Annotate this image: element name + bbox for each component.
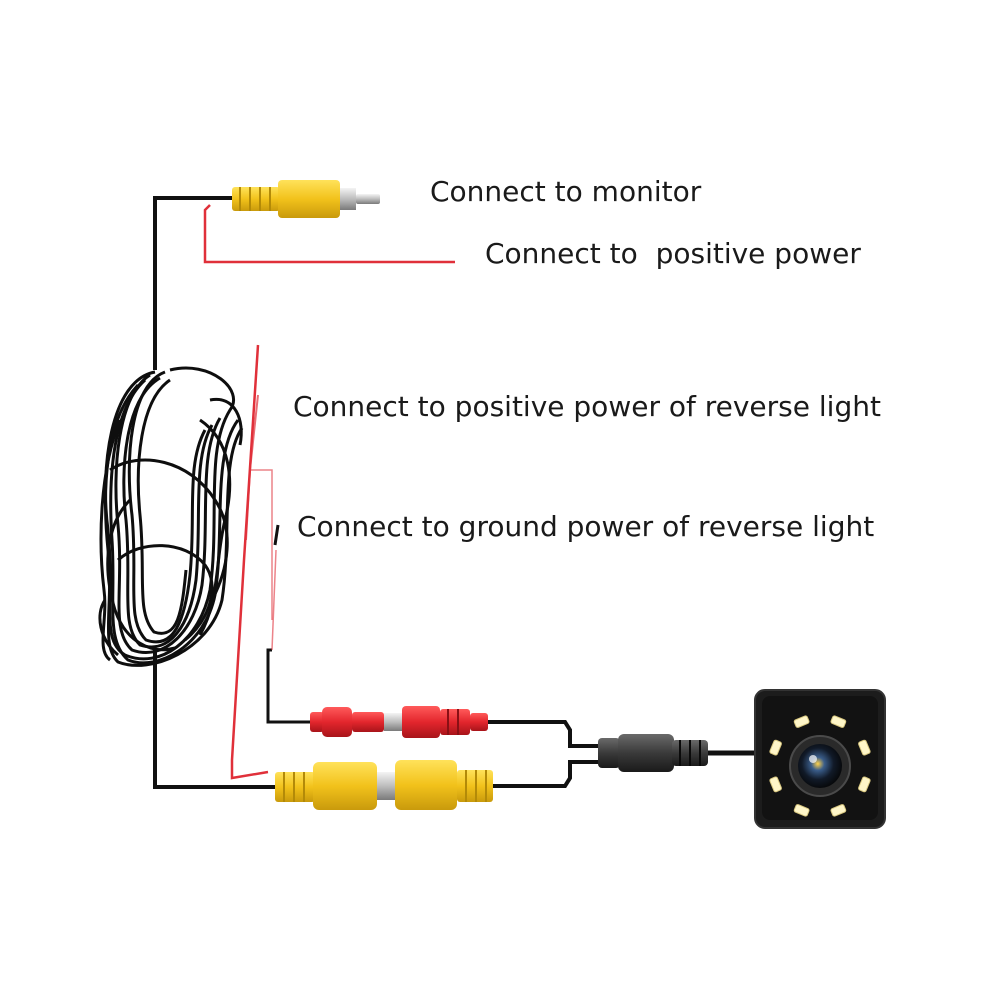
red-power-connector xyxy=(310,706,488,738)
camera-cable-plug xyxy=(598,734,756,772)
reverse-ground-wire xyxy=(266,524,310,724)
monitor-rca-plug xyxy=(232,180,380,218)
reverse-positive-wire xyxy=(230,344,269,780)
camera-led xyxy=(793,715,810,728)
camera-led xyxy=(858,776,871,793)
label-connect-monitor: Connect to monitor xyxy=(430,175,702,208)
label-connect-reverse-positive: Connect to positive power of reverse lig… xyxy=(293,390,881,423)
camera-led xyxy=(769,776,782,793)
camera-lens xyxy=(798,744,842,788)
camera-leds xyxy=(769,715,871,817)
camera-led xyxy=(858,739,871,756)
camera-led xyxy=(769,739,782,756)
cable-coil xyxy=(98,366,244,667)
camera-led xyxy=(830,804,847,817)
main-cable xyxy=(153,196,275,789)
label-connect-positive-power: Connect to positive power xyxy=(485,237,861,270)
video-rca-connector xyxy=(275,760,493,810)
camera-led xyxy=(793,804,810,817)
backup-camera xyxy=(754,689,886,829)
camera-led xyxy=(830,715,847,728)
label-connect-reverse-ground: Connect to ground power of reverse light xyxy=(297,510,875,543)
positive-power-wire xyxy=(203,204,455,264)
